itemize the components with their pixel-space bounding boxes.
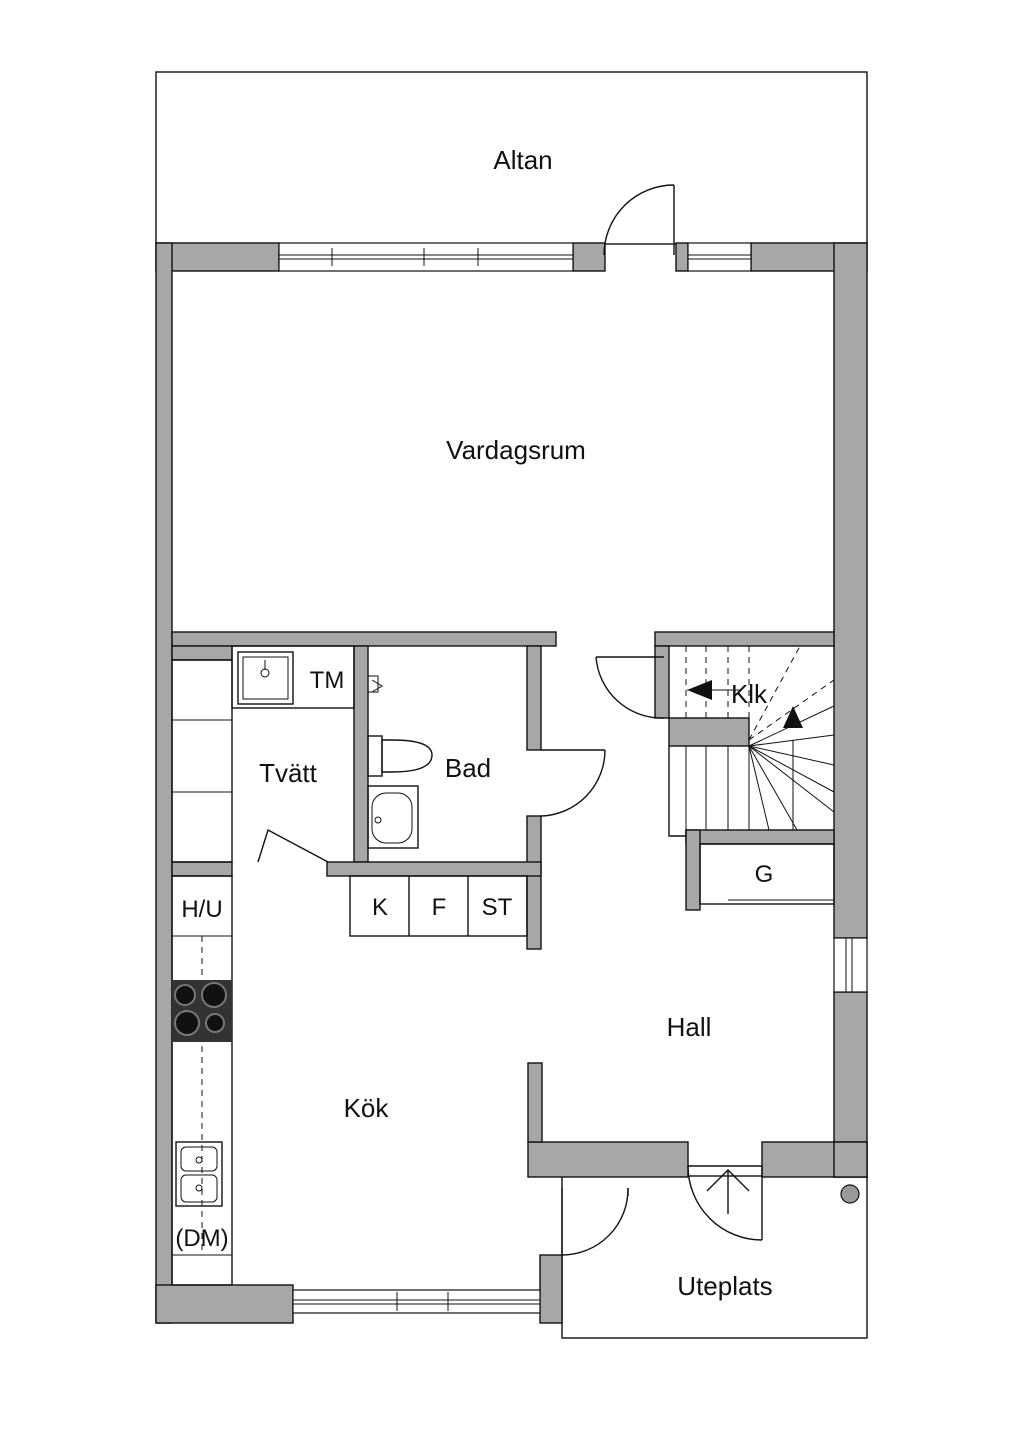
cabinets [349, 875, 528, 937]
room-label-klk: Klk [731, 679, 768, 709]
doors [257, 184, 763, 1256]
fixture-label-g: G [755, 861, 774, 888]
room-label-kok: Kök [344, 1093, 390, 1123]
bathroom-fixtures [367, 675, 433, 849]
fixture-label-st: ST [482, 894, 513, 921]
room-label-altan: Altan [493, 145, 552, 175]
room-label-bad: Bad [445, 753, 491, 783]
fixture-label-k: K [372, 894, 388, 921]
room-label-vardagsrum: Vardagsrum [446, 435, 586, 465]
lamp-post-icon [840, 1184, 860, 1204]
kitchen-counter [171, 875, 233, 1286]
uteplats-outline [561, 1175, 868, 1339]
room-label-uteplats: Uteplats [677, 1271, 772, 1301]
outer-walls [155, 242, 868, 1324]
stairs [668, 645, 835, 837]
fixture-label-f: F [432, 894, 447, 921]
fixture-label-dm: (DM) [175, 1225, 228, 1252]
windows [278, 242, 868, 1314]
fixture-label-hu: H/U [181, 896, 222, 923]
laundry-fixtures [171, 645, 355, 863]
room-label-tvatt: Tvätt [259, 758, 318, 788]
hall-closet [699, 843, 835, 905]
room-label-hall: Hall [667, 1012, 712, 1042]
fixture-label-tm: TM [310, 667, 345, 694]
